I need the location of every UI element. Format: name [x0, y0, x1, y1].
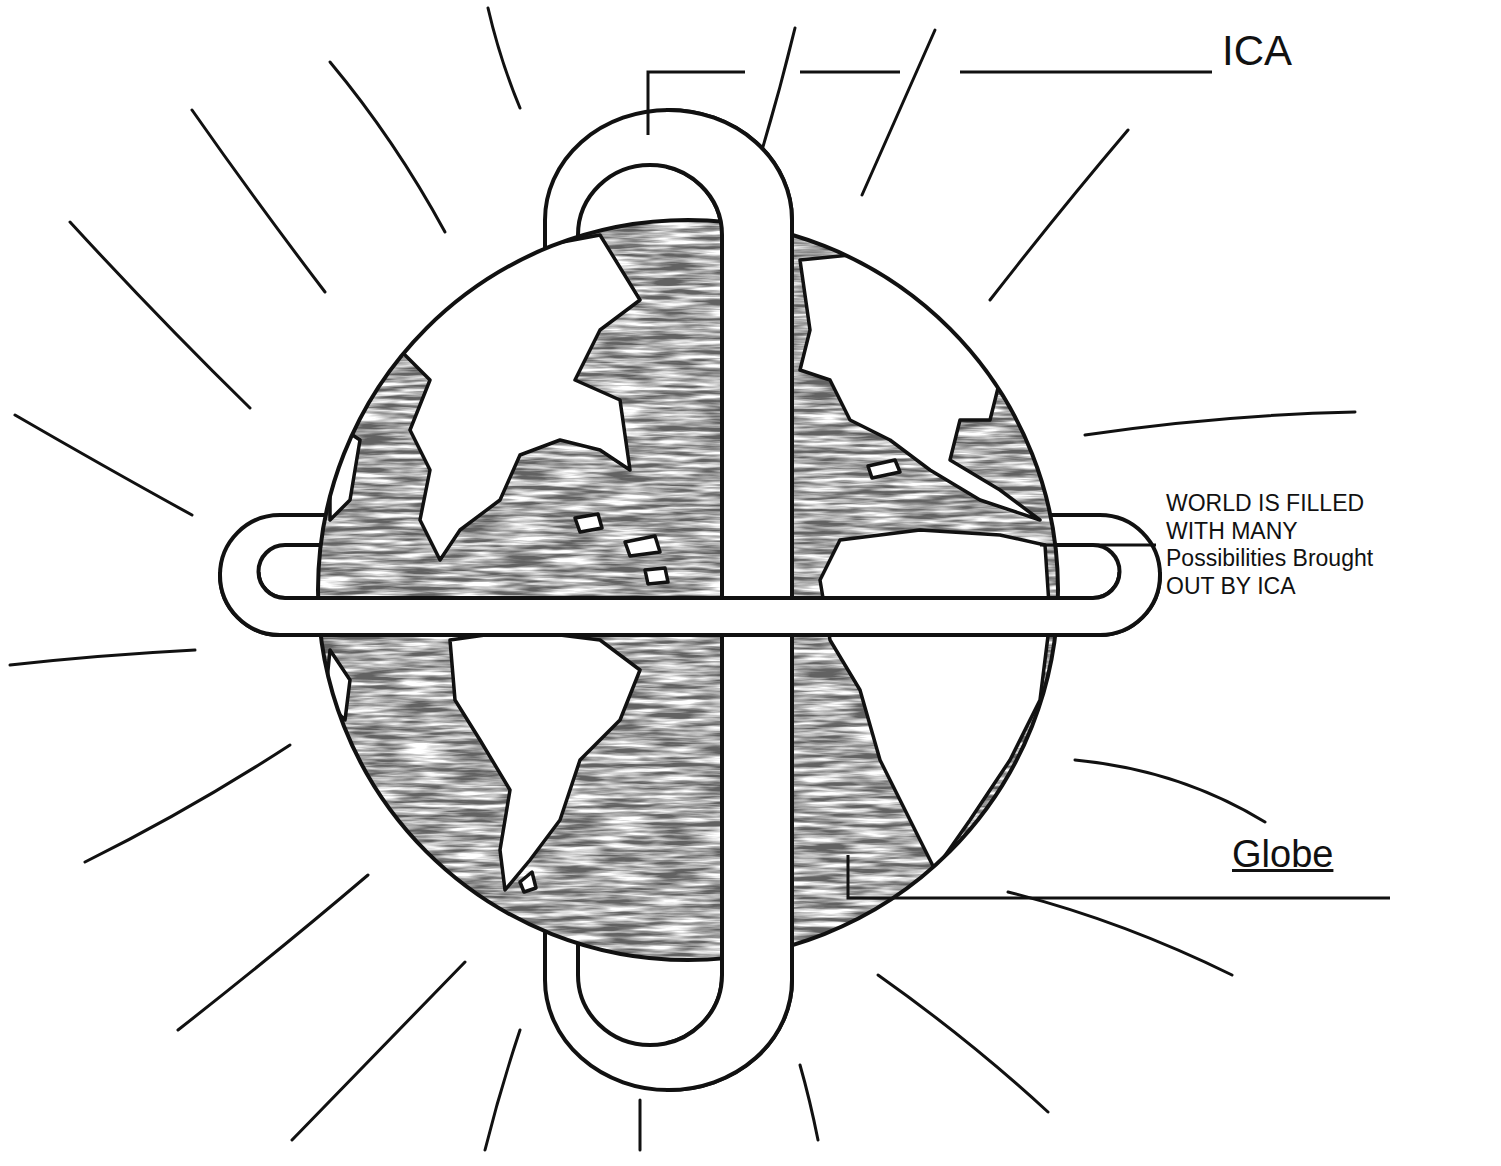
ring-front [220, 110, 1160, 1090]
leader-lines [648, 72, 1390, 898]
ring-back [220, 110, 1160, 1090]
continents [325, 235, 1050, 892]
sun-rays [10, 8, 1355, 1150]
callout-label: Globe [1232, 832, 1333, 878]
globe [318, 220, 1058, 960]
callout-label: ICA [1222, 26, 1292, 76]
callout-label: WORLD IS FILLED WITH MANY Possibilities … [1166, 490, 1416, 600]
